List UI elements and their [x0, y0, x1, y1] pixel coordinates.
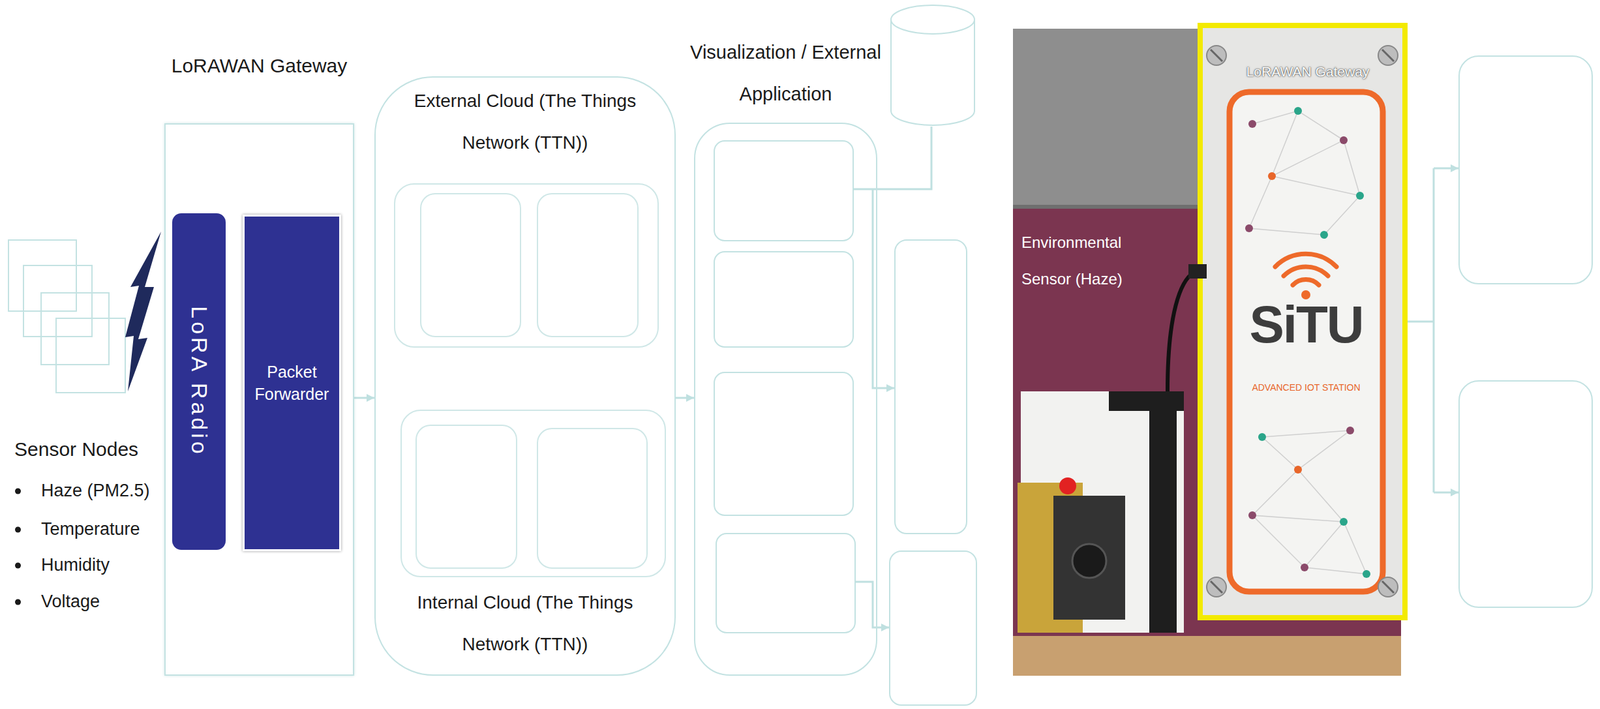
radio-block: LoRA Radio — [172, 213, 226, 550]
output-box — [1459, 56, 1593, 284]
app-box — [714, 251, 854, 348]
photo-wall-edge — [1012, 204, 1204, 209]
network-line — [1249, 110, 1360, 235]
screw-slot — [1210, 49, 1394, 593]
photo-label: Environmental Sensor (Haze) — [1021, 224, 1172, 298]
network-dot — [1339, 136, 1348, 145]
network-dot — [1356, 191, 1364, 200]
network-dot — [1294, 106, 1302, 115]
network-dot — [1267, 172, 1276, 181]
cloud-group — [394, 183, 659, 348]
network-dot — [1300, 563, 1309, 572]
cloud-box — [537, 428, 648, 569]
network-line — [1252, 430, 1367, 574]
network-dot — [1346, 426, 1355, 435]
block-label: Packet Forwarder — [248, 361, 336, 406]
list-item: Voltage — [41, 591, 100, 612]
network-dot — [1258, 433, 1267, 441]
group-label: Internal Cloud (The Things Network (TTN)… — [395, 581, 655, 666]
photo-label: LoRAWAN Gateway — [1226, 63, 1390, 80]
sensor-nodes: Sensor NodesHaze (PM2.5) TemperatureHumid… — [6, 234, 164, 627]
flow-arrow — [354, 397, 375, 400]
network-dot — [1248, 511, 1257, 520]
wire — [872, 189, 895, 389]
cloud-box — [420, 193, 521, 337]
database-top — [890, 5, 975, 34]
wifi-arc — [1283, 266, 1329, 276]
box-heading: LoRAWAN Gateway — [139, 54, 379, 77]
app-box — [716, 533, 856, 633]
sensor-module — [1053, 495, 1126, 620]
database-cylinder — [890, 19, 975, 126]
sensor-cable — [1167, 272, 1194, 392]
sensor-card — [23, 265, 92, 337]
network-dot — [1339, 517, 1348, 526]
network-dot — [1294, 465, 1302, 474]
wifi-arc — [1275, 253, 1337, 267]
sensor-lens — [1072, 543, 1107, 578]
wire — [1433, 167, 1459, 170]
output-box — [894, 240, 967, 534]
cloud-box — [537, 193, 638, 337]
wire — [853, 126, 932, 190]
list-item: Haze (PM2.5) — [41, 480, 151, 501]
flow-arrow — [675, 397, 695, 400]
gateway-housing — [1200, 25, 1405, 618]
photo-wall — [1012, 28, 1204, 209]
sensor-top — [1108, 391, 1184, 411]
box-heading: Visualization / External Application — [688, 31, 883, 115]
lightning-bolt — [125, 231, 162, 392]
photo-desk — [1012, 635, 1402, 676]
wifi-arc — [1292, 279, 1319, 286]
forwarder-block: Packet Forwarder — [242, 214, 342, 552]
cloud-group — [401, 410, 666, 577]
gateway-panel — [1229, 91, 1383, 592]
network-dot — [1362, 570, 1371, 578]
wire — [1433, 491, 1459, 494]
output-box — [889, 551, 977, 706]
app-box — [714, 140, 854, 241]
wire — [1407, 168, 1434, 493]
wifi-dot — [1301, 290, 1311, 300]
cloud-box — [416, 425, 517, 569]
sensor-led — [1059, 477, 1077, 495]
sensor-card — [56, 318, 126, 393]
list-item: Temperature — [41, 519, 141, 540]
node-heading: Sensor Nodes — [14, 438, 139, 461]
sensor-card — [41, 292, 109, 365]
list-item: Humidity — [41, 555, 110, 576]
logo-tagline: ADVANCED IOT STATION — [1232, 382, 1380, 393]
block-label: LoRA Radio — [186, 305, 212, 457]
network-dot — [1320, 230, 1329, 239]
cloud-container: External Cloud (The Things Network (TTN)… — [374, 76, 676, 676]
sensor-strip — [1149, 391, 1177, 633]
sensor-card — [8, 240, 77, 312]
wire — [855, 581, 890, 628]
app-box — [714, 372, 854, 516]
gateway-box: LoRAWAN GatewayLoRA RadioPacket Forwarde… — [164, 123, 355, 676]
output-box — [1459, 380, 1593, 608]
network-dot — [1248, 120, 1257, 128]
logo-text: SiTU — [1232, 298, 1380, 351]
cable-plug — [1188, 264, 1207, 279]
network-dot — [1245, 224, 1253, 233]
application-container: Visualization / External Application — [694, 122, 878, 676]
group-label: External Cloud (The Things Network (TTN)… — [395, 80, 655, 164]
